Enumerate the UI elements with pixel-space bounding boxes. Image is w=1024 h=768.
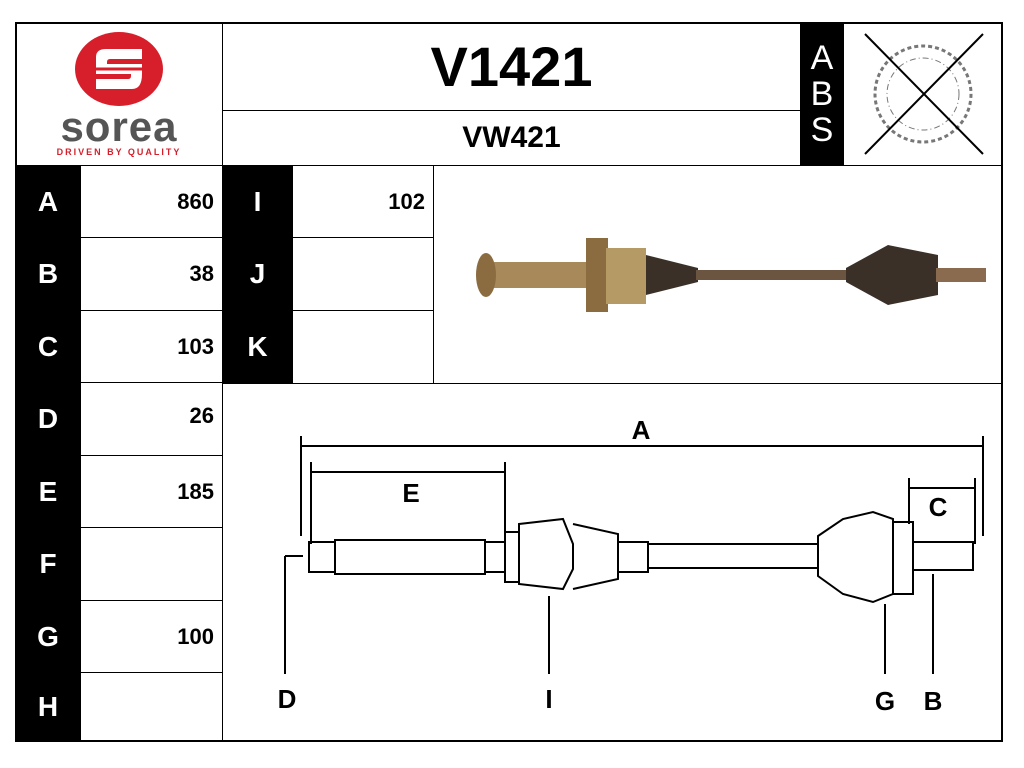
diagram-label-i: I [545,684,552,714]
dim-label-k: K [222,310,293,384]
abs-label: A B S [800,22,844,166]
dim-label-c: C [15,310,81,383]
dimension-diagram: A E C D I G B [222,383,1003,742]
dim-label-a: A [15,165,81,238]
logo: sorea DRIVEN BY QUALITY [15,22,223,166]
logo-tagline: DRIVEN BY QUALITY [56,147,182,157]
dim-value-i: 102 [292,165,434,238]
diagram-label-d: D [278,684,297,714]
dim-label-b: B [15,237,81,311]
sorea-logo-icon [75,32,163,106]
reference-number: VW421 [222,110,801,166]
abs-ring-crossed-icon [843,22,1003,166]
logo-wordmark: sorea [60,103,178,150]
dim-label-h: H [15,672,81,742]
abs-letter-b: B [810,75,834,113]
part-number: V1421 [222,22,801,111]
product-photo [433,165,1003,384]
dim-label-j: J [222,237,293,311]
dim-value-a: 860 [80,165,223,238]
dim-value-d: 26 [80,382,223,456]
diagram-label-g: G [875,686,895,716]
diagram-label-a: A [632,415,651,445]
dim-label-f: F [15,527,81,601]
abs-letter-s: S [810,111,834,149]
dim-value-e: 185 [80,455,223,528]
diagram-label-b: B [924,686,943,716]
diagram-label-c: C [929,492,948,522]
dim-value-g: 100 [80,600,223,673]
dim-value-k [292,310,434,384]
dim-label-d: D [15,382,81,456]
dim-label-i: I [222,165,293,238]
diagram-label-e: E [402,478,419,508]
dim-value-b: 38 [80,237,223,311]
dim-value-c: 103 [80,310,223,383]
dim-label-e: E [15,455,81,528]
abs-letter-a: A [810,39,834,77]
dim-label-g: G [15,600,81,673]
dim-value-j [292,237,434,311]
dim-value-h [80,672,223,742]
dim-value-f [80,527,223,601]
